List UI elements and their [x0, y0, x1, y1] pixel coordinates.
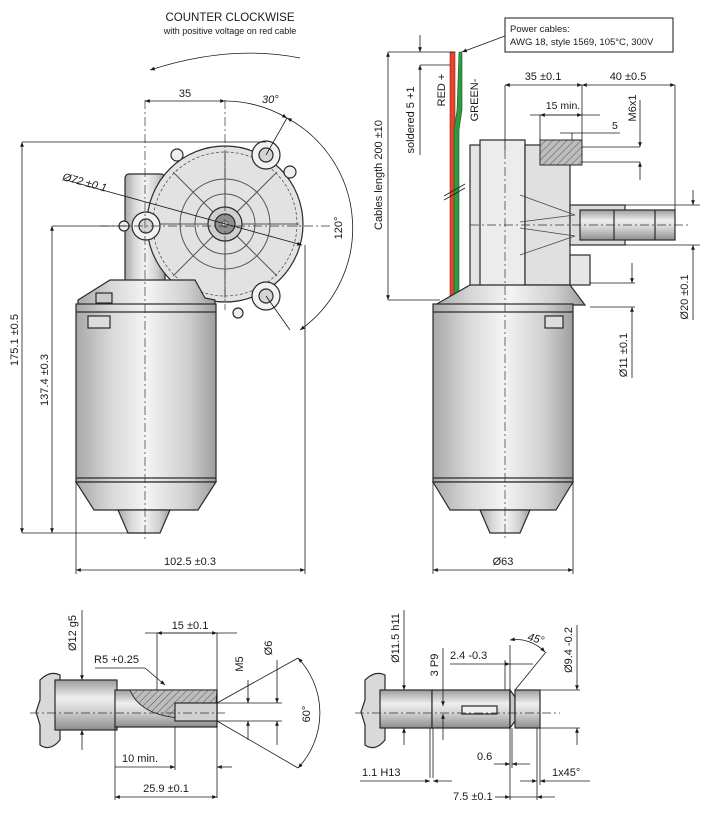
shaft-variant-b [355, 672, 560, 749]
dim-40-side: 40 ±0.5 [610, 71, 647, 83]
dim-35-side: 35 ±0.1 [525, 71, 562, 83]
dim-5: 5 [612, 120, 618, 132]
shaft-variant-a [30, 672, 225, 749]
thread-m6: M6x1 [627, 95, 639, 122]
rotation-title: COUNTER CLOCKWISE [165, 12, 294, 24]
shaft-b-dimensions: Ø11.5 h11 3 P9 2.4 -0.3 45° Ø9.4 -0.2 0.… [360, 610, 590, 803]
shaft-a-dimensions: Ø12 g5 15 ±0.1 R5 +0.25 M5 Ø6 60° 10 min… [67, 610, 321, 800]
callout-line1: Power cables: [510, 24, 570, 35]
rotation-subtitle: with positive voltage on red cable [163, 26, 297, 36]
diameter-72: Ø72 ±0.1 [60, 171, 108, 195]
side-dimensions: Cables length 200 ±10 soldered 5 +1 RED … [373, 35, 700, 574]
callout-line2: AWG 18, style 1569, 105°C, 300V [510, 37, 654, 48]
height-175: 175.1 ±0.5 [9, 314, 21, 366]
angle-120: 120° [333, 217, 345, 240]
diameter-20: Ø20 ±0.1 [679, 274, 691, 319]
angle-60: 60° [301, 706, 313, 723]
height-137: 137.4 ±0.3 [39, 354, 51, 406]
keyway [461, 705, 498, 715]
soldered-length: soldered 5 +1 [405, 87, 417, 154]
red-cable-label: RED + [436, 74, 448, 107]
diameter-12: Ø12 g5 [67, 615, 79, 651]
diameter-11: Ø11 ±0.1 [618, 333, 630, 377]
side-view [431, 51, 690, 540]
motor-can [75, 303, 217, 483]
thread-m5: M5 [234, 656, 246, 671]
chamfer-1x45: 1x45° [552, 767, 580, 779]
angle-30: 30° [262, 94, 279, 106]
dim-10-min: 10 min. [122, 753, 158, 765]
key-3p9: 3 P9 [429, 654, 441, 677]
dim-2-4: 2.4 -0.3 [450, 650, 487, 662]
radius-r5: R5 +0.25 [94, 654, 139, 666]
front-view [74, 100, 330, 540]
dim-0-6: 0.6 [477, 751, 492, 763]
power-cables-callout: Power cables: AWG 18, style 1569, 105°C,… [461, 17, 674, 53]
rotation-arrow-icon [149, 52, 301, 71]
dim-25-9: 25.9 ±0.1 [143, 783, 189, 795]
diameter-11-5: Ø11.5 h11 [390, 613, 402, 663]
diameter-9-4: Ø9.4 -0.2 [563, 627, 575, 673]
green-cable-label: GREEN- [469, 78, 481, 121]
dim-1-1-h13: 1.1 H13 [362, 767, 401, 779]
dim-15-shaft: 15 ±0.1 [172, 620, 209, 632]
angle-45: 45° [526, 631, 546, 647]
width-102: 102.5 ±0.3 [164, 556, 216, 568]
dim-7-5: 7.5 ±0.1 [453, 791, 493, 803]
dim-15-min: 15 min. [546, 100, 580, 112]
cables-length: Cables length 200 ±10 [373, 120, 385, 230]
diameter-63: Ø63 [493, 556, 514, 568]
diameter-6: Ø6 [263, 641, 275, 656]
dim-35-front: 35 [179, 88, 191, 100]
